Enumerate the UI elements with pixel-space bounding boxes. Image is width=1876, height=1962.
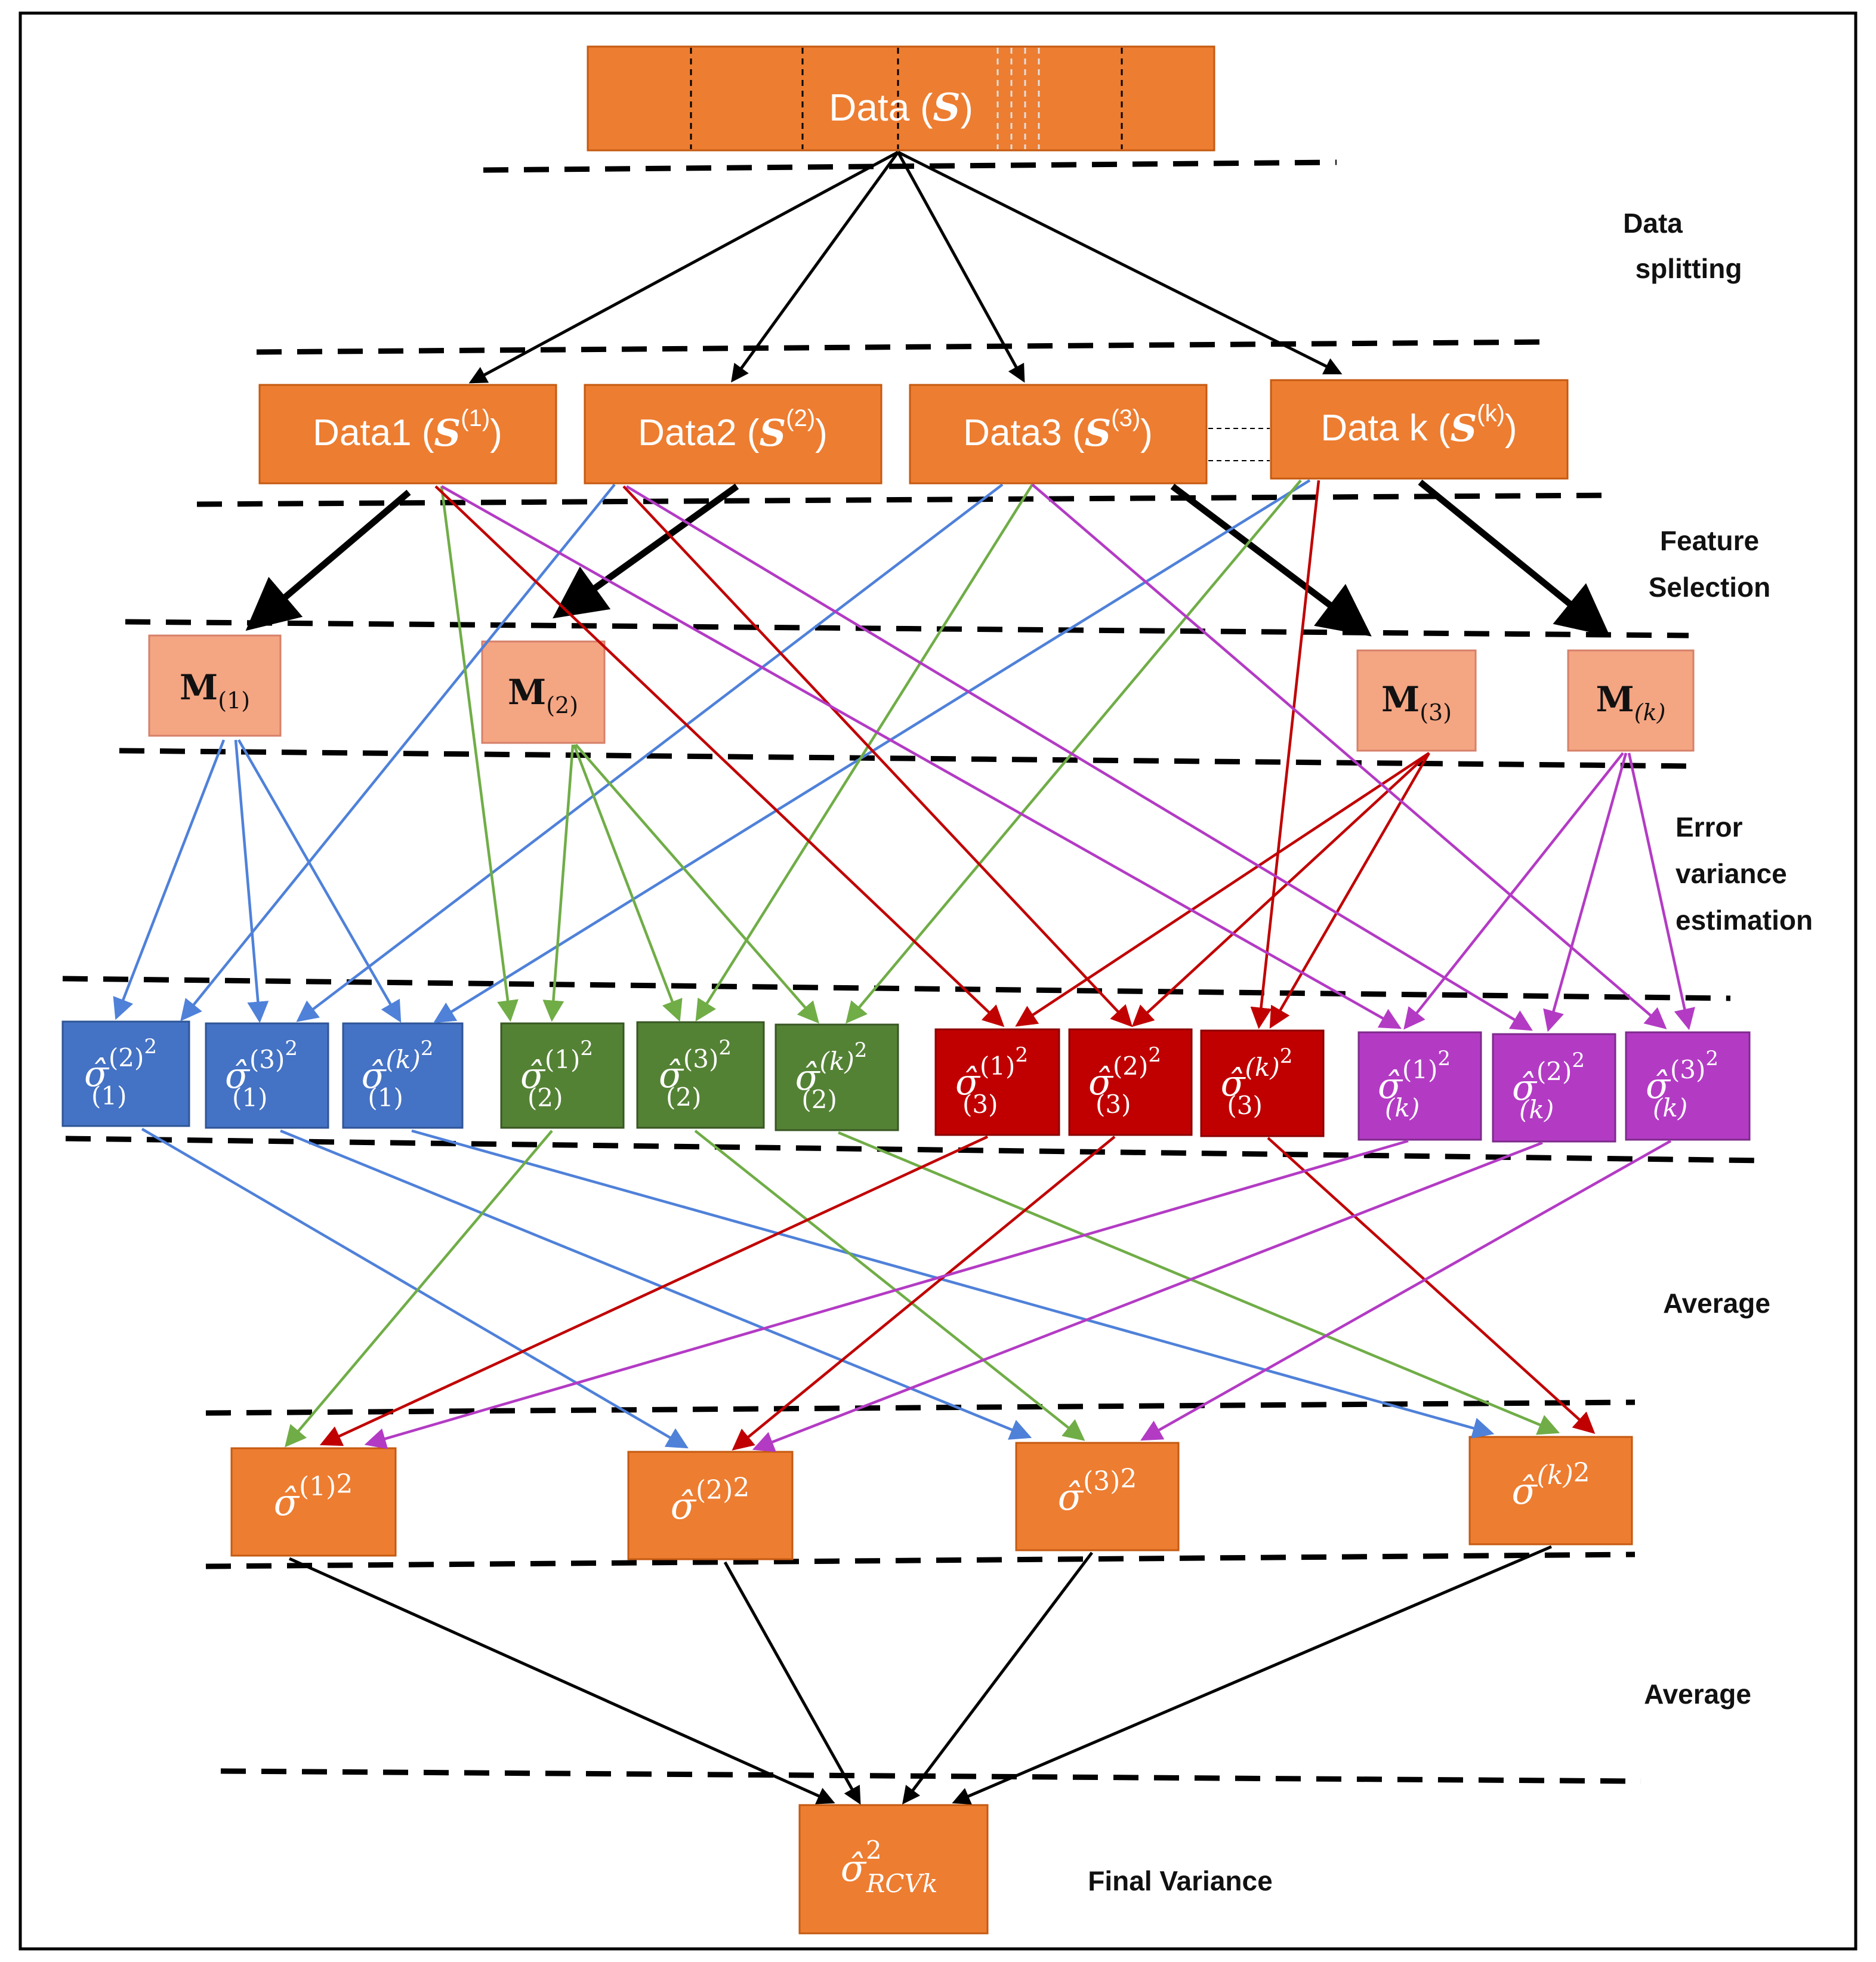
model-box-1: M(1) xyxy=(148,634,282,737)
svg-text:M(1): M(1) xyxy=(180,667,250,714)
svg-text:Data3 (S(3)): Data3 (S(3)) xyxy=(963,405,1153,455)
model-box-2: M(2) xyxy=(481,640,606,744)
source-data-box: Data (S) xyxy=(587,45,1215,152)
estimate-box-k-2: σ̂(k)2(2) xyxy=(775,1023,899,1131)
red-arrows xyxy=(319,480,1596,1451)
svg-text:σ̂(2)2(k): σ̂(2)2(k) xyxy=(1512,1048,1585,1124)
svg-text:σ̂(k)2: σ̂(k)2 xyxy=(1511,1458,1590,1513)
average-box-3: σ̂(3)2 xyxy=(1015,1442,1180,1551)
stage-label-final-variance: Final Variance xyxy=(1088,1865,1272,1896)
split-arrows xyxy=(468,150,1343,384)
svg-text:σ̂(k)2(2): σ̂(k)2(2) xyxy=(795,1038,868,1114)
average-box-k: σ̂(k)2 xyxy=(1468,1436,1633,1545)
estimate-box-2-k: σ̂(2)2(k) xyxy=(1492,1033,1616,1143)
estimate-box-2-3: σ̂(2)2(3) xyxy=(1068,1028,1193,1136)
ellipsis-connector xyxy=(1208,428,1270,461)
svg-text:Data2 (S(2)): Data2 (S(2)) xyxy=(638,405,828,455)
svg-text:σ̂(1)2(k): σ̂(1)2(k) xyxy=(1378,1047,1451,1122)
svg-text:M(3): M(3) xyxy=(1381,679,1452,726)
split-box-k: Data k (S(k)) xyxy=(1270,379,1569,480)
svg-text:Data1 (S(1)): Data1 (S(1)) xyxy=(313,405,502,455)
split-box-1: Data1 (S(1)) xyxy=(258,384,557,485)
svg-text:Data k (S(k)): Data k (S(k)) xyxy=(1320,400,1517,450)
estimate-box-k-1: σ̂(k)2(1) xyxy=(342,1022,464,1129)
dashed-separators xyxy=(62,159,1767,1784)
estimate-box-1-3: σ̂(1)2(3) xyxy=(934,1028,1060,1136)
stage-label-average-1: Average xyxy=(1663,1288,1770,1319)
svg-text:σ̂(k)2(3): σ̂(k)2(3) xyxy=(1221,1044,1293,1120)
estimate-box-1-2: σ̂(1)2(2) xyxy=(500,1022,625,1129)
stage-label-average-2: Average xyxy=(1644,1679,1751,1710)
svg-text:σ̂(2)2: σ̂(2)2 xyxy=(671,1473,750,1528)
svg-text:σ̂(2)2(3): σ̂(2)2(3) xyxy=(1088,1043,1161,1119)
model-box-3: M(3) xyxy=(1356,649,1477,752)
svg-text:σ̂(3)2: σ̂(3)2 xyxy=(1058,1464,1137,1519)
source-data-label: Data (S) xyxy=(829,85,973,130)
average-box-2: σ̂(2)2 xyxy=(627,1451,794,1560)
estimate-box-1-k: σ̂(1)2(k) xyxy=(1357,1031,1482,1141)
final-average-arrows xyxy=(288,1545,1552,1805)
svg-text:σ̂(3)2(k): σ̂(3)2(k) xyxy=(1646,1047,1718,1122)
estimate-box-k-3: σ̂(k)2(3) xyxy=(1200,1029,1325,1137)
estimate-box-3-1: σ̂(3)2(1) xyxy=(205,1022,329,1129)
svg-text:σ̂(3)2(1): σ̂(3)2(1) xyxy=(225,1036,298,1112)
svg-text:σ̂(1)2(3): σ̂(1)2(3) xyxy=(955,1043,1028,1119)
svg-text:σ̂(1)2: σ̂(1)2 xyxy=(274,1469,353,1524)
split-box-3: Data3 (S(3)) xyxy=(909,384,1208,485)
average-box-1: σ̂(1)2 xyxy=(230,1447,397,1557)
svg-text:M(k): M(k) xyxy=(1596,679,1666,726)
estimate-box-3-2: σ̂(3)2(2) xyxy=(636,1021,765,1129)
green-arrows xyxy=(285,479,1560,1448)
estimate-boxes: σ̂(2)2(1) σ̂(3)2(1) σ̂(k)2(1) σ̂(1)2(2) … xyxy=(61,1020,1751,1143)
svg-text:σ̂(k)2(1): σ̂(k)2(1) xyxy=(362,1036,434,1112)
svg-text:σ̂(2)2(1): σ̂(2)2(1) xyxy=(84,1035,157,1110)
svg-text:M(2): M(2) xyxy=(508,672,578,718)
svg-text:σ̂(3)2(2): σ̂(3)2(2) xyxy=(659,1036,732,1112)
figure-frame xyxy=(18,11,1858,1951)
feature-selection-arrows xyxy=(245,479,1610,637)
purple-arrows xyxy=(364,483,1695,1452)
estimate-box-2-1: σ̂(2)2(1) xyxy=(61,1020,190,1127)
estimate-box-3-k: σ̂(3)2(k) xyxy=(1625,1031,1751,1141)
svg-text:σ̂(1)2(2): σ̂(1)2(2) xyxy=(520,1036,593,1112)
split-box-2: Data2 (S(2)) xyxy=(584,384,883,485)
model-box-k: M(k) xyxy=(1567,649,1695,752)
